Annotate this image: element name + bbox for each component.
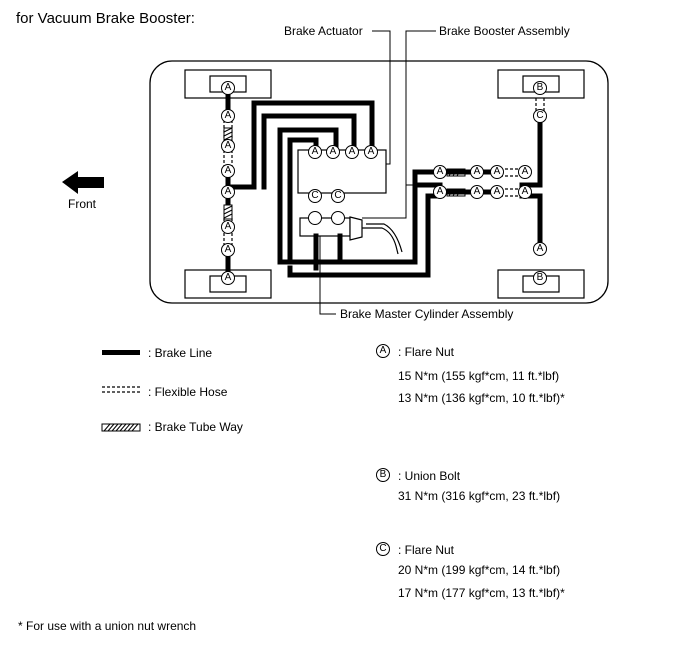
torque-b-title: : Union Bolt xyxy=(398,469,461,483)
label-brake-actuator: Brake Actuator xyxy=(284,24,363,38)
marker-a-flare-nut: A xyxy=(518,185,532,199)
torque-marker-c: C xyxy=(376,542,390,556)
marker-b-union-bolt: B xyxy=(533,81,547,95)
torque-marker-a: A xyxy=(376,344,390,358)
vehicle-body-outline xyxy=(149,60,609,304)
label-brake-master-cylinder-assembly: Brake Master Cylinder Assembly xyxy=(340,307,514,321)
front-arrow-icon xyxy=(62,171,104,194)
marker-a-flare-nut: A xyxy=(490,185,504,199)
marker-a-flare-nut: A xyxy=(308,145,322,159)
marker-c-flare-nut xyxy=(331,211,345,225)
torque-c-title: : Flare Nut xyxy=(398,543,455,557)
torque-b-line1: 31 N*m (316 kgf*cm, 23 ft.*lbf) xyxy=(398,489,561,503)
callout-leaders xyxy=(319,30,436,315)
marker-c-flare-nut: C xyxy=(533,109,547,123)
booster-hose xyxy=(362,227,399,255)
torque-a-line1: 15 N*m (155 kgf*cm, 11 ft.*lbf) xyxy=(398,369,560,383)
marker-b-union-bolt: B xyxy=(533,271,547,285)
legend-brake-tube-way: : Brake Tube Way xyxy=(148,420,243,434)
brake-booster-shape xyxy=(349,216,363,241)
label-front: Front xyxy=(68,197,97,211)
marker-c-flare-nut xyxy=(308,211,322,225)
footnote: * For use with a union nut wrench xyxy=(18,619,197,633)
marker-a-flare-nut: A xyxy=(518,165,532,179)
marker-a-flare-nut: A xyxy=(221,243,235,257)
marker-c-flare-nut: C xyxy=(331,189,345,203)
marker-a-flare-nut: A xyxy=(221,81,235,95)
page-heading: for Vacuum Brake Booster: xyxy=(16,10,195,27)
marker-a-flare-nut: A xyxy=(490,165,504,179)
marker-a-flare-nut: A xyxy=(433,165,447,179)
marker-a-flare-nut: A xyxy=(470,165,484,179)
torque-c-line2: 17 N*m (177 kgf*cm, 13 ft.*lbf)* xyxy=(398,586,565,600)
legend-flexible-hose: : Flexible Hose xyxy=(148,385,228,399)
torque-c-line1: 20 N*m (199 kgf*cm, 14 ft.*lbf) xyxy=(398,563,561,577)
marker-a-flare-nut: A xyxy=(326,145,340,159)
marker-a-flare-nut: A xyxy=(433,185,447,199)
marker-a-flare-nut: A xyxy=(345,145,359,159)
marker-a-flare-nut: A xyxy=(364,145,378,159)
torque-marker-b: B xyxy=(376,468,390,482)
marker-a-flare-nut: A xyxy=(221,185,235,199)
torque-a-title: : Flare Nut xyxy=(398,345,455,359)
marker-a-flare-nut: A xyxy=(221,139,235,153)
marker-a-flare-nut: A xyxy=(221,109,235,123)
marker-a-flare-nut: A xyxy=(533,242,547,256)
label-brake-booster-assembly: Brake Booster Assembly xyxy=(439,24,570,38)
marker-a-flare-nut: A xyxy=(221,220,235,234)
legend-brake-line: : Brake Line xyxy=(148,346,213,360)
marker-a-flare-nut: A xyxy=(221,164,235,178)
marker-c-flare-nut: C xyxy=(308,189,322,203)
marker-a-flare-nut: A xyxy=(470,185,484,199)
torque-a-line2: 13 N*m (136 kgf*cm, 10 ft.*lbf)* xyxy=(398,391,565,405)
legend-swatches xyxy=(101,350,141,432)
marker-a-flare-nut: A xyxy=(221,271,235,285)
